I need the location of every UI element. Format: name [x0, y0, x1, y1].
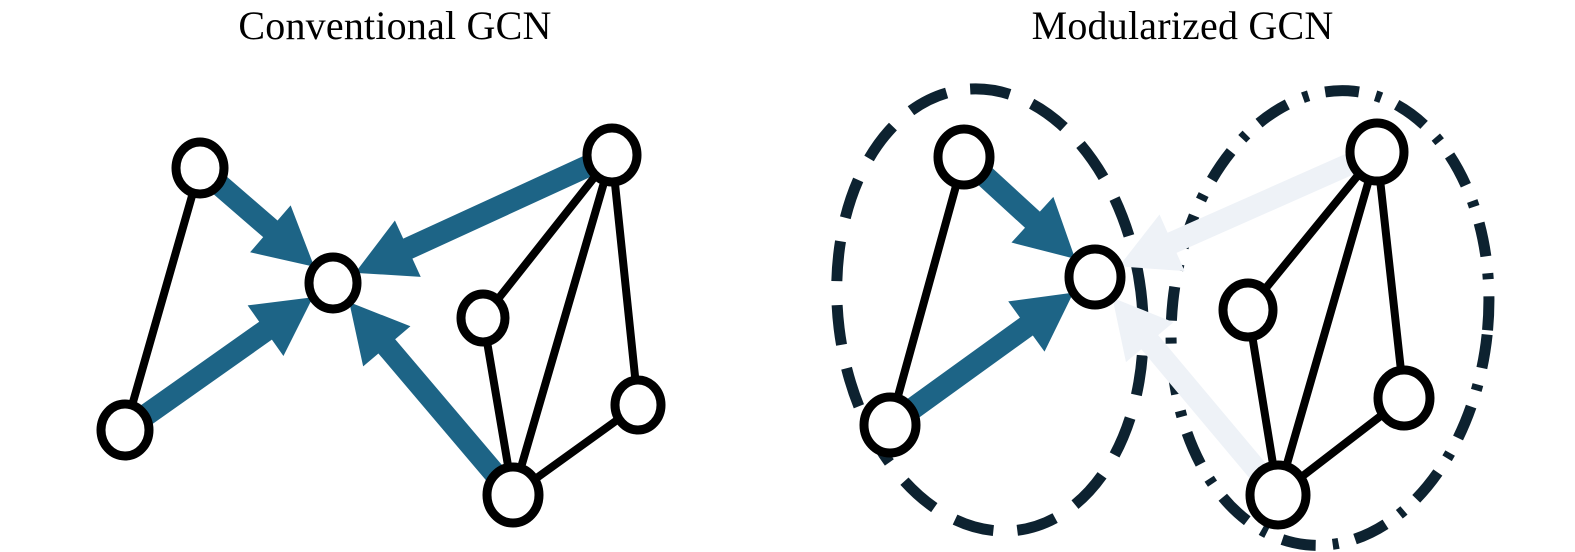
graph-edge-R-bottom-R-right	[530, 414, 623, 484]
graph-edge-R-top-R-bottom	[516, 176, 609, 473]
panel-title-conventional: Conventional GCN	[238, 3, 552, 48]
graph-node-L-top[interactable]	[171, 137, 229, 199]
graph-edge-M2-top-M2-mid	[1260, 169, 1364, 294]
graph-node-R-right[interactable]	[610, 375, 666, 435]
graph-node-M2-mid[interactable]	[1218, 278, 1278, 342]
message-arrow-M2-bottom-to-M1-center	[1112, 297, 1268, 480]
graph-node-center[interactable]	[304, 252, 362, 314]
message-arrow-L-bottom-to-center	[138, 297, 313, 425]
graph-node-M1-top[interactable]	[933, 124, 995, 190]
module-boundaries-layer	[831, 83, 1495, 551]
graph-node-M1-bottom[interactable]	[859, 392, 921, 458]
graph-edge-M2-bottom-M2-right	[1296, 410, 1387, 482]
module-boundary-module-2	[1165, 85, 1495, 551]
graph-node-R-mid[interactable]	[456, 289, 510, 347]
message-arrow-R-top-to-center	[355, 155, 594, 277]
graph-node-M1-center[interactable]	[1064, 244, 1126, 310]
graph-node-M2-top[interactable]	[1345, 118, 1409, 186]
message-arrow-R-bottom-to-center	[349, 302, 504, 482]
message-arrow-M1-top-to-M1-center	[976, 167, 1076, 259]
graph-node-M2-bottom[interactable]	[1245, 460, 1311, 530]
message-arrow-M2-top-to-M1-center	[1119, 153, 1357, 272]
graph-edge-L-top-L-bottom	[128, 188, 197, 410]
graph-edge-R-top-R-right	[610, 177, 640, 385]
graph-node-R-top[interactable]	[582, 123, 642, 187]
graph-node-R-bottom[interactable]	[482, 462, 544, 528]
graph-edge-M2-mid-M2-bottom	[1248, 332, 1278, 470]
panel-title-modularized: Modularized GCN	[1031, 3, 1334, 48]
graph-edge-M2-top-M2-right	[1376, 176, 1405, 375]
graph-edge-R-top-R-mid	[493, 171, 600, 304]
message-arrow-L-top-to-center	[211, 175, 315, 267]
graph-edge-M2-top-M2-bottom	[1282, 175, 1374, 471]
graph-node-M2-right[interactable]	[1373, 365, 1435, 431]
message-arrows-layer	[138, 153, 1357, 482]
module-boundary-module-1	[831, 83, 1149, 537]
graph-edges-layer	[128, 169, 1405, 484]
graph-nodes-layer	[96, 118, 1435, 530]
graph-edge-M1-top-M1-bottom	[893, 179, 961, 403]
graph-edge-R-mid-R-bottom	[483, 337, 513, 472]
message-arrow-M1-bottom-to-M1-center	[905, 292, 1074, 419]
graph-node-L-bottom[interactable]	[96, 399, 154, 461]
